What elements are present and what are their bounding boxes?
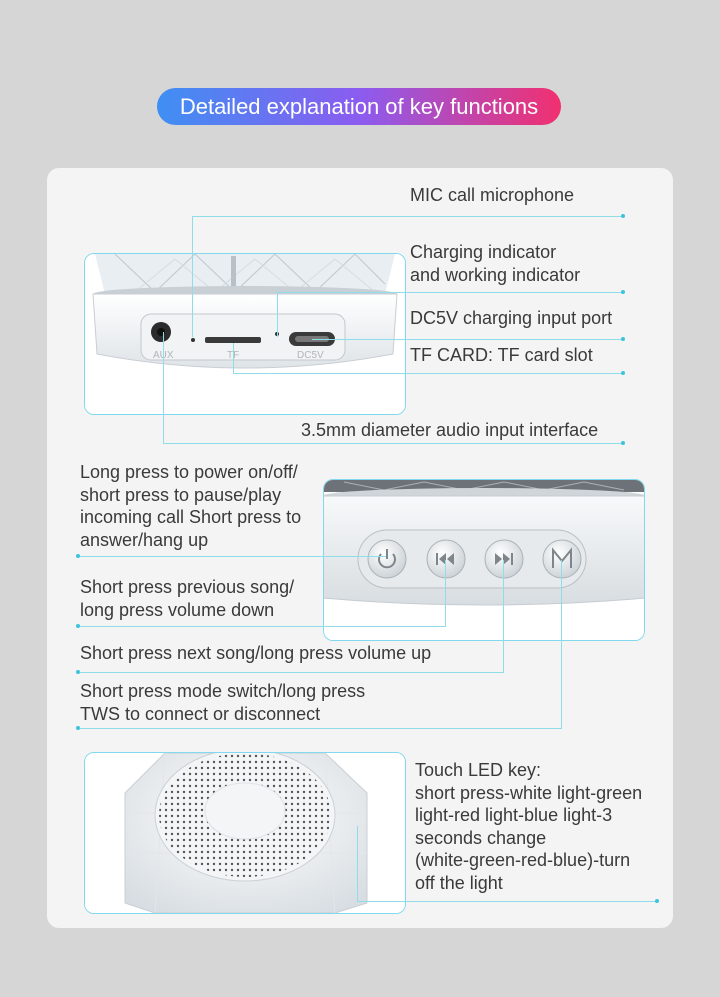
aux-callout: 3.5mm diameter audio input interface <box>301 420 599 440</box>
callout-line: (white-green-red-blue)-turn <box>415 850 631 870</box>
mic-leader-line <box>192 216 623 217</box>
aux-leader-line-v <box>163 332 164 443</box>
callout-line: Short press mode switch/long press <box>80 681 366 701</box>
previous-track-icon <box>426 539 466 579</box>
indicator-leader-line-v <box>277 292 278 337</box>
tf-leader-line-v <box>233 343 234 373</box>
next-leader-line-v <box>503 560 504 672</box>
callout-line: Charging indicator <box>410 242 557 262</box>
port-panel-photo: AUX TF DC5V <box>84 253 406 415</box>
tf-leader-line <box>233 373 623 374</box>
mic-leader-line-v <box>192 216 193 337</box>
next-leader-dot <box>76 670 80 674</box>
tf-leader-dot <box>621 371 625 375</box>
callout-line: answer/hang up <box>80 529 209 550</box>
dc5v-port-label: DC5V <box>297 350 324 361</box>
callout-line: short press to pause/play <box>80 484 282 505</box>
prev-leader-line-v <box>445 560 446 626</box>
prev-leader-line <box>78 626 446 627</box>
tf-callout: TF CARD: TF card slot <box>410 345 593 365</box>
mode-leader-line-v <box>561 560 562 728</box>
power-leader-dot <box>76 554 80 558</box>
callout-line: and working indicator <box>410 264 581 285</box>
port-panel-illustration: AUX TF DC5V <box>85 254 405 414</box>
callout-line: Long press to power on/off/ <box>80 462 298 482</box>
dc5v-leader-dot <box>621 337 625 341</box>
dc5v-callout: DC5V charging input port <box>410 308 613 328</box>
aux-leader-line <box>163 443 623 444</box>
prev-callout: Short press previous song/ long press vo… <box>80 576 294 621</box>
speaker-grille-photo <box>84 752 406 914</box>
callout-line: light-red light-blue light-3 <box>415 805 613 825</box>
mic-callout: MIC call microphone <box>410 185 575 205</box>
mode-callout: Short press mode switch/long press TWS t… <box>80 680 365 725</box>
button-panel-photo <box>323 479 645 641</box>
button-panel-illustration <box>324 480 644 640</box>
power-icon <box>367 539 407 579</box>
callout-line: TWS to connect or disconnect <box>80 703 321 724</box>
mic-leader-dot <box>621 214 625 218</box>
indicator-leader-dot <box>621 290 625 294</box>
touch-leader-line <box>357 901 657 902</box>
callout-line: incoming call Short press to <box>80 507 302 527</box>
mode-m-icon <box>542 539 582 579</box>
callout-line: Short press previous song/ <box>80 577 295 597</box>
callout-line: Touch LED key: <box>415 760 542 780</box>
power-callout: Long press to power on/off/ short press … <box>80 461 301 551</box>
section-title: Detailed explanation of key functions <box>157 88 561 125</box>
callout-line: off the light <box>415 872 503 893</box>
mode-leader-dot <box>76 726 80 730</box>
next-leader-line <box>78 672 504 673</box>
touch-leader-line-v <box>357 826 358 901</box>
power-leader-line <box>78 556 386 557</box>
touch-callout: Touch LED key: short press-white light-g… <box>415 759 642 894</box>
next-track-icon <box>484 539 524 579</box>
touch-leader-dot <box>655 899 659 903</box>
callout-line: short press-white light-green <box>415 782 643 803</box>
dc5v-leader-line <box>312 339 623 340</box>
prev-leader-dot <box>76 624 80 628</box>
next-callout: Short press next song/long press volume … <box>80 643 432 663</box>
callout-line: seconds change <box>415 827 547 848</box>
aux-leader-dot <box>621 441 625 445</box>
callout-line: long press volume down <box>80 599 275 620</box>
indicator-callout: Charging indicator and working indicator <box>410 241 580 286</box>
speaker-grille-illustration <box>85 753 405 913</box>
mode-leader-line <box>78 728 562 729</box>
indicator-leader-line <box>277 292 623 293</box>
